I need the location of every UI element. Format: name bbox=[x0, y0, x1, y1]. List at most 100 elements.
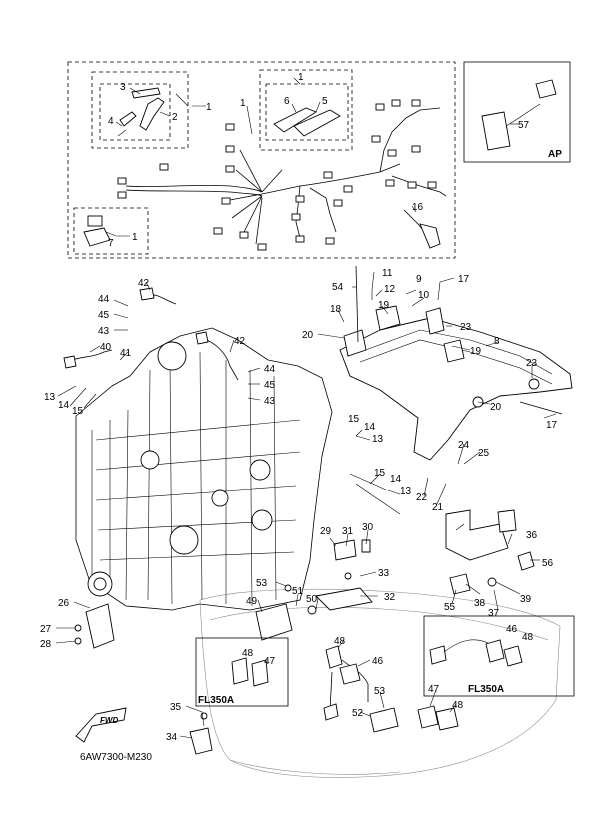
callout-26: 26 bbox=[58, 598, 70, 609]
callout-52: 52 bbox=[352, 708, 364, 719]
harness-subbox-middle-detail bbox=[265, 83, 349, 141]
callout-3: 3 bbox=[120, 82, 126, 93]
callout-17: 17 bbox=[458, 274, 470, 285]
callout-53: 53 bbox=[374, 686, 386, 697]
callout-44: 44 bbox=[98, 294, 110, 305]
callout-17: 17 bbox=[546, 420, 558, 431]
fl350a-right-label: FL350A bbox=[468, 684, 504, 695]
fl350a-right-parts bbox=[429, 639, 523, 667]
callout-36: 36 bbox=[526, 530, 538, 541]
callout-53: 53 bbox=[256, 578, 268, 589]
callout-47: 47 bbox=[264, 656, 276, 667]
callout-46: 46 bbox=[372, 656, 384, 667]
callout-56: 56 bbox=[542, 558, 554, 569]
callout-42: 42 bbox=[138, 278, 150, 289]
callout-13: 13 bbox=[372, 434, 384, 445]
callout-24: 24 bbox=[458, 440, 470, 451]
callout-42: 42 bbox=[234, 336, 246, 347]
callout-23: 23 bbox=[460, 322, 472, 333]
callout-25: 25 bbox=[478, 448, 490, 459]
fl350a-left-parts bbox=[231, 657, 269, 687]
callout-51: 51 bbox=[292, 586, 304, 597]
harness-subbox-left bbox=[91, 71, 189, 149]
callout-48: 48 bbox=[452, 700, 464, 711]
callout-4: 4 bbox=[108, 116, 114, 127]
fl350a-left-inset-frame bbox=[195, 637, 289, 707]
callout-30: 30 bbox=[362, 522, 374, 533]
callout-27: 27 bbox=[40, 624, 52, 635]
callout-1: 1 bbox=[240, 98, 246, 109]
callout-20: 20 bbox=[490, 402, 502, 413]
ap-inset-label: AP bbox=[548, 149, 562, 160]
callout-numbers: 1 1 1 1 3 4 2 6 5 7 16 57 42 44 45 43 40… bbox=[40, 72, 558, 743]
callout-8: 8 bbox=[494, 336, 500, 347]
callout-18: 18 bbox=[330, 304, 342, 315]
callout-43: 43 bbox=[264, 396, 276, 407]
callout-38: 38 bbox=[474, 598, 486, 609]
callout-44: 44 bbox=[264, 364, 276, 375]
callout-14: 14 bbox=[390, 474, 402, 485]
callout-13: 13 bbox=[44, 392, 56, 403]
callout-13: 13 bbox=[400, 486, 412, 497]
callout-9: 9 bbox=[416, 274, 422, 285]
ap-module-part bbox=[481, 79, 557, 151]
callout-23: 23 bbox=[526, 358, 538, 369]
callout-54: 54 bbox=[332, 282, 344, 293]
fwd-arrow-label: FWD bbox=[100, 716, 118, 725]
callout-16: 16 bbox=[412, 202, 424, 213]
callout-32: 32 bbox=[384, 592, 396, 603]
callout-40: 40 bbox=[100, 342, 112, 353]
callout-50: 50 bbox=[306, 594, 318, 605]
callout-15: 15 bbox=[348, 414, 360, 425]
callout-29: 29 bbox=[320, 526, 332, 537]
engine-block bbox=[75, 327, 333, 611]
lower-harness-parts bbox=[323, 645, 459, 733]
connector-7-part bbox=[83, 215, 111, 247]
callout-48: 48 bbox=[242, 648, 254, 659]
callout-47: 47 bbox=[428, 684, 440, 695]
callout-41: 41 bbox=[120, 348, 132, 359]
main-wire-harness bbox=[125, 107, 447, 249]
callout-5: 5 bbox=[322, 96, 328, 107]
fl350a-left-label: FL350A bbox=[198, 695, 234, 706]
callout-14: 14 bbox=[58, 400, 70, 411]
callout-39: 39 bbox=[520, 594, 532, 605]
harness-connectors bbox=[117, 99, 437, 251]
lower-right-bracket-parts bbox=[445, 509, 535, 595]
fl350a-right-inset-frame bbox=[423, 615, 575, 697]
callout-46: 46 bbox=[506, 624, 518, 635]
callout-37: 37 bbox=[488, 608, 500, 619]
callout-15: 15 bbox=[374, 468, 386, 479]
callout-48: 48 bbox=[334, 636, 346, 647]
bracket-assembly-8 bbox=[339, 265, 573, 461]
callout-1: 1 bbox=[206, 102, 212, 113]
lower-left-bracket-parts bbox=[74, 603, 115, 649]
callout-33: 33 bbox=[378, 568, 390, 579]
callout-48: 48 bbox=[522, 632, 534, 643]
callout-43: 43 bbox=[98, 326, 110, 337]
callout-20: 20 bbox=[302, 330, 314, 341]
callout-15: 15 bbox=[72, 406, 84, 417]
callout-35: 35 bbox=[170, 702, 182, 713]
harness-subbox-left-detail bbox=[99, 83, 171, 141]
callout-14: 14 bbox=[364, 422, 376, 433]
lead-clip-part bbox=[117, 87, 165, 137]
harness-subbox-middle bbox=[259, 69, 353, 151]
bracket-34-35 bbox=[189, 712, 213, 755]
callout-45: 45 bbox=[98, 310, 110, 321]
harness-subbox-connector bbox=[73, 207, 149, 255]
callout-34: 34 bbox=[166, 732, 178, 743]
callout-22: 22 bbox=[416, 492, 428, 503]
ap-inset-frame bbox=[463, 61, 571, 163]
callout-21: 21 bbox=[432, 502, 444, 513]
callout-6: 6 bbox=[284, 96, 290, 107]
callout-1: 1 bbox=[298, 72, 304, 83]
callout-2: 2 bbox=[172, 112, 178, 123]
callout-45: 45 bbox=[264, 380, 276, 391]
callout-28: 28 bbox=[40, 639, 52, 650]
fwd-arrow: FWD bbox=[75, 707, 127, 743]
leader-lines bbox=[55, 77, 557, 739]
bracket-pair-part bbox=[273, 107, 341, 137]
callout-1: 1 bbox=[132, 232, 138, 243]
